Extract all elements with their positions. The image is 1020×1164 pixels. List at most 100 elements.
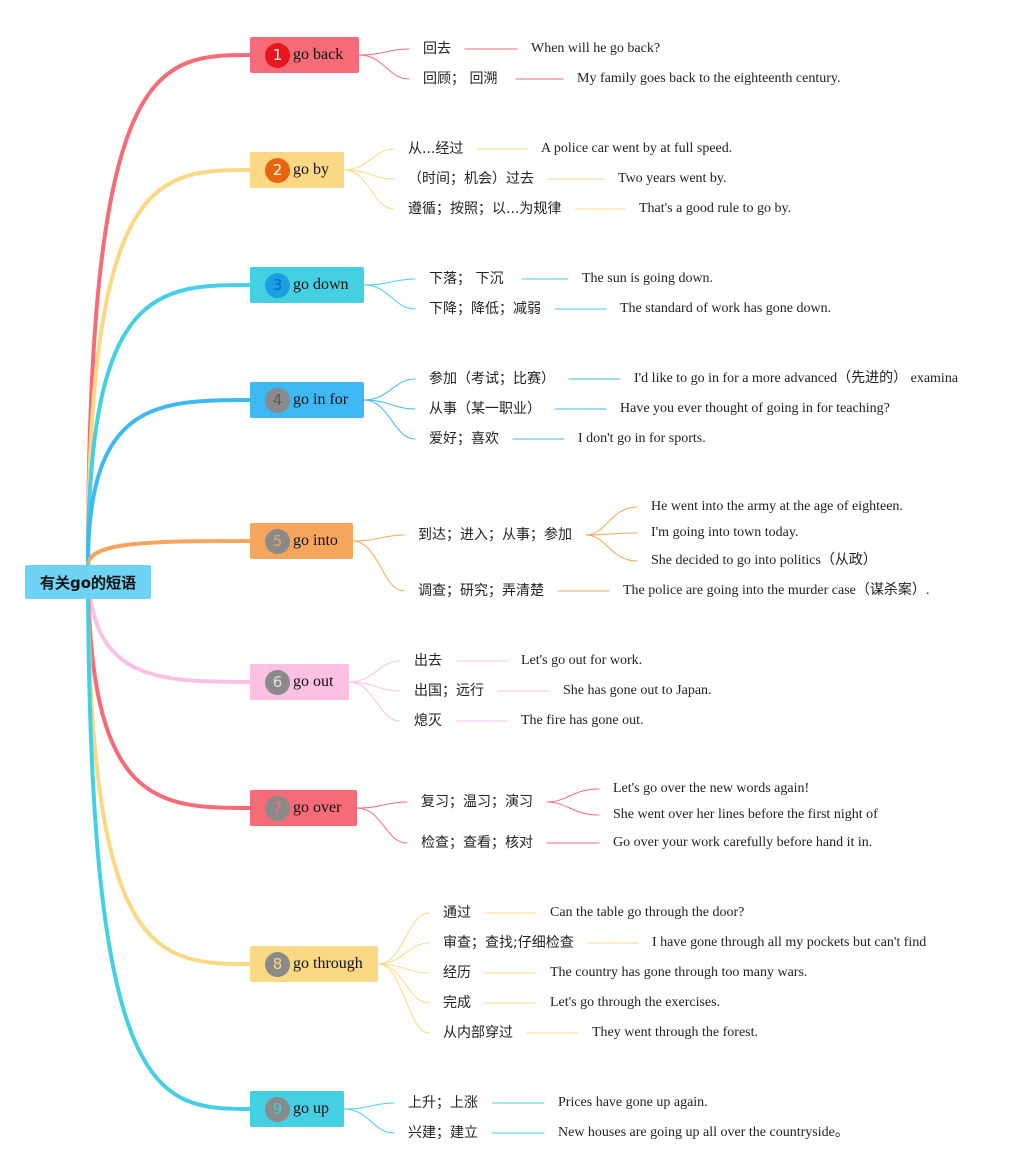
example-sentence[interactable]: The sun is going down. <box>582 271 714 286</box>
branch-connector <box>86 563 254 810</box>
example-sentence[interactable]: A police car went by at full speed. <box>541 141 733 156</box>
meaning-label[interactable]: 下降；降低；减弱 <box>429 301 541 317</box>
number-badge-icon: 2 <box>265 157 290 183</box>
example-sentence[interactable]: I have gone through all my pockets but c… <box>652 935 927 950</box>
number-badge-icon: 4 <box>265 387 290 413</box>
example-sentence[interactable]: Let's go out for work. <box>521 653 643 668</box>
example-sentence[interactable]: That's a good rule to go by. <box>639 201 792 216</box>
example-sentence[interactable]: Have you ever thought of going in for te… <box>620 401 890 416</box>
phrase-label: go by <box>293 161 329 178</box>
meaning-label[interactable]: 复习；温习；演习 <box>421 794 533 810</box>
sense-connector <box>363 284 416 310</box>
meaning-label[interactable]: 熄灭 <box>414 713 442 729</box>
root-topic[interactable]: 有关go的短语 <box>25 565 151 599</box>
sense-connector <box>377 942 430 965</box>
example-sentence[interactable]: Two years went by. <box>618 171 727 186</box>
example-sentence[interactable]: I don't go in for sports. <box>578 431 706 446</box>
example-sentence[interactable]: They went through the forest. <box>592 1025 759 1040</box>
example-sentence[interactable]: Can the table go through the door? <box>550 905 745 920</box>
sense-connector <box>377 963 430 1004</box>
example-sentence[interactable]: She decided to go into politics（从政） <box>651 553 877 568</box>
example-sentence[interactable]: Prices have gone up again. <box>558 1095 708 1110</box>
example-sentence[interactable]: Let's go through the exercises. <box>550 995 721 1010</box>
example-sentence[interactable]: Let's go over the new words again! <box>613 781 810 796</box>
meaning-label[interactable]: 从事（某一职业） <box>429 401 541 417</box>
meaning-label[interactable]: 遵循；按照；以...为规律 <box>408 201 562 217</box>
meaning-label[interactable]: 参加（考试；比赛） <box>429 371 555 387</box>
number-badge-icon: 9 <box>265 1096 290 1122</box>
meaning-label[interactable]: 到达；进入；从事；参加 <box>418 527 572 543</box>
example-sentence[interactable]: The police are going into the murder cas… <box>623 583 930 598</box>
example-connector <box>585 534 638 562</box>
example-sentence[interactable]: The standard of work has gone down. <box>620 301 832 316</box>
example-sentence[interactable]: When will he go back? <box>531 41 661 56</box>
example-sentence[interactable]: Go over your work carefully before hand … <box>613 835 873 850</box>
phrase-label: go up <box>293 1100 329 1117</box>
branch-connector <box>86 168 254 567</box>
meaning-label[interactable]: 调查；研究；弄清楚 <box>418 583 544 599</box>
sense-connector <box>377 963 430 1034</box>
number-badge-icon: 5 <box>265 528 290 554</box>
sense-connector <box>356 807 408 844</box>
branch-connector <box>86 563 254 684</box>
meaning-label[interactable]: 出去 <box>414 653 442 669</box>
example-sentence[interactable]: My family goes back to the eighteenth ce… <box>577 71 841 86</box>
meaning-label[interactable]: 回去 <box>423 41 451 57</box>
example-sentence[interactable]: She went over her lines before the first… <box>613 807 878 822</box>
sense-connector <box>352 540 405 592</box>
number-badge-icon: 7 <box>265 795 290 821</box>
branch-connector <box>86 563 254 1111</box>
meaning-label[interactable]: 完成 <box>443 995 471 1011</box>
branch-connector <box>86 539 254 567</box>
sense-connector <box>343 1102 395 1110</box>
number-badge-icon: 3 <box>265 272 290 298</box>
example-sentence[interactable]: I'd like to go in for a more advanced（先进… <box>634 371 959 386</box>
phrase-label: go over <box>293 799 342 816</box>
meaning-label[interactable]: 爱好；喜欢 <box>429 431 499 447</box>
meaning-label[interactable]: 从...经过 <box>408 141 464 157</box>
meaning-label[interactable]: 兴建；建立 <box>408 1125 478 1141</box>
example-sentence[interactable]: New houses are going up all over the cou… <box>558 1125 849 1140</box>
phrase-label: go back <box>293 46 344 63</box>
example-sentence[interactable]: She has gone out to Japan. <box>563 683 712 698</box>
phrase-label: go into <box>293 532 338 549</box>
sense-connector <box>358 54 410 80</box>
meaning-label[interactable]: （时间；机会）过去 <box>408 171 534 187</box>
example-sentence[interactable]: The fire has gone out. <box>521 713 644 728</box>
sense-connector <box>377 912 430 965</box>
sense-connector <box>363 278 416 286</box>
example-sentence[interactable]: I'm going into town today. <box>651 525 799 540</box>
sense-connector <box>363 378 416 401</box>
meaning-label[interactable]: 出国；远行 <box>414 683 484 699</box>
phrase-label: go in for <box>293 391 349 408</box>
sense-connector <box>348 681 401 722</box>
example-connector <box>585 532 638 536</box>
meaning-label[interactable]: 审查；查找;仔细检查 <box>443 935 574 951</box>
example-connector <box>546 801 600 816</box>
example-sentence[interactable]: He went into the army at the age of eigh… <box>651 499 903 514</box>
sense-connector <box>363 399 416 440</box>
sense-connector <box>352 534 405 542</box>
meaning-label[interactable]: 下落； 下沉 <box>429 271 504 287</box>
meaning-label[interactable]: 上升；上涨 <box>408 1095 478 1111</box>
sense-connector <box>358 48 410 56</box>
meaning-label[interactable]: 回顾； 回溯 <box>423 71 498 87</box>
branch-connector <box>86 398 254 567</box>
number-badge-icon: 8 <box>265 951 290 977</box>
meaning-label[interactable]: 从内部穿过 <box>443 1025 513 1041</box>
sense-connector <box>343 1108 395 1134</box>
meaning-label[interactable]: 检查；查看；核对 <box>421 835 533 851</box>
meaning-label[interactable]: 通过 <box>443 905 471 921</box>
example-sentence[interactable]: The country has gone through too many wa… <box>550 965 808 980</box>
number-badge-icon: 1 <box>265 42 290 68</box>
meaning-label[interactable]: 经历 <box>443 965 471 981</box>
